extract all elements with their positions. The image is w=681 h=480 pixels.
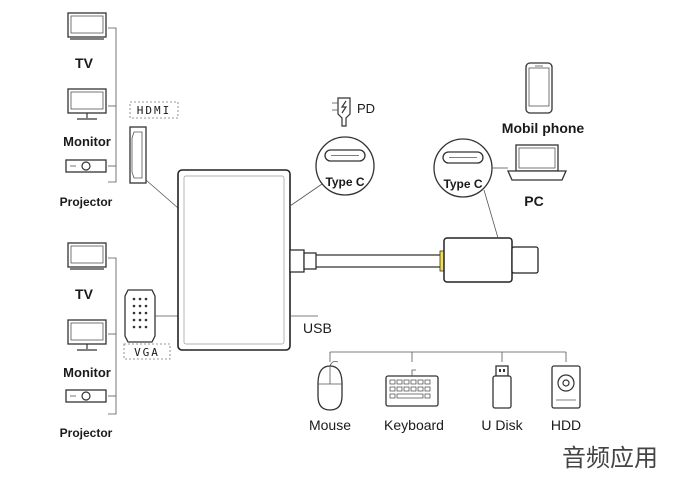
power-plug-icon	[332, 97, 351, 127]
hdmi-output-group: TV Monitor Projector HDMI	[60, 12, 179, 209]
pd-type-c-label: Type C	[325, 175, 364, 189]
usb-label: USB	[303, 320, 332, 336]
usb-device-label: Keyboard	[384, 417, 444, 433]
type-c-port-icon	[315, 136, 375, 196]
vga-device-label: Monitor	[63, 365, 111, 380]
monitor-icon	[67, 88, 107, 120]
watermark-text: 音频应用	[562, 444, 658, 472]
hdmi-device-label: Monitor	[63, 134, 111, 149]
pc-label: PC	[524, 193, 543, 209]
usb-c-cable	[316, 237, 539, 283]
mobile-phone-icon	[525, 62, 553, 114]
usb-output-group: USB Mouse Keyboard	[290, 315, 581, 433]
host-device-group: Mobil phone PC Type C	[433, 62, 585, 239]
hdmi-bracket-line	[108, 27, 117, 183]
projector-icon	[65, 159, 107, 173]
monitor-icon	[67, 319, 107, 351]
tv-icon	[67, 242, 107, 270]
keyboard-icon	[385, 369, 439, 407]
usb-device-label: Mouse	[309, 417, 351, 433]
hdmi-port-label: HDMI	[137, 104, 172, 117]
usb-device-label: HDD	[551, 417, 581, 433]
hdmi-device-label: Projector	[60, 195, 113, 209]
mouse-icon	[317, 361, 343, 411]
tv-icon	[67, 12, 107, 40]
hdmi-port-icon	[129, 126, 147, 184]
vga-output-group: TV Monitor Projector	[60, 242, 178, 440]
usb-flash-drive-icon	[492, 365, 512, 409]
adapter-hub	[177, 169, 317, 351]
type-c-port-icon	[433, 138, 493, 198]
usb-device-label: U Disk	[481, 417, 523, 433]
vga-port-label: VGA	[134, 346, 160, 359]
host-type-c-label: Type C	[443, 177, 482, 191]
hdmi-label-box	[129, 101, 179, 119]
mobile-phone-label: Mobil phone	[502, 120, 585, 136]
hard-drive-icon	[551, 365, 581, 409]
pd-label: PD	[357, 101, 375, 116]
vga-port-icon	[124, 289, 156, 343]
vga-device-label: Projector	[60, 426, 113, 440]
vga-device-label: TV	[75, 286, 94, 302]
vga-label-box	[123, 343, 171, 360]
hdmi-device-label: TV	[75, 55, 94, 71]
pd-power-group: PD Type C	[289, 97, 375, 207]
vga-bracket-line	[108, 257, 117, 415]
projector-icon	[65, 389, 107, 403]
laptop-pc-icon	[506, 144, 568, 181]
